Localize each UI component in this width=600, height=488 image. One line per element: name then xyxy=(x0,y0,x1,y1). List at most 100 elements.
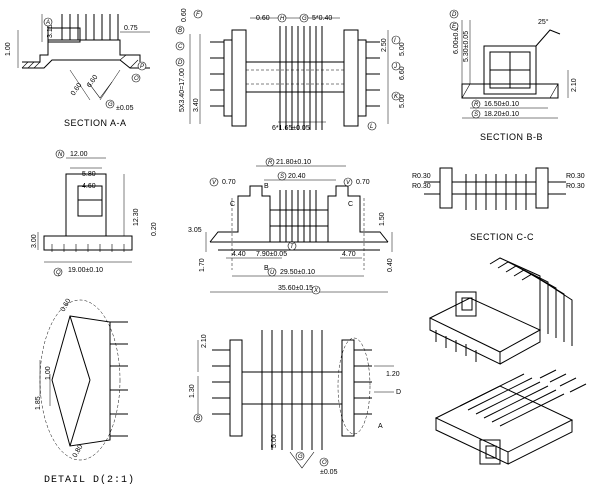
callout-d2: D xyxy=(452,12,457,18)
dim-5-00: 5.00 xyxy=(399,42,406,56)
callout-b1: B xyxy=(178,28,182,34)
dim-2-50: 2.50 xyxy=(381,38,388,52)
callout-n1: N xyxy=(58,152,63,158)
callout-i1: I xyxy=(394,38,396,44)
dim-6-60: 6.60 xyxy=(86,74,100,89)
cut-label-c-left: C xyxy=(230,201,235,208)
dim-4-70: 4.70 xyxy=(342,251,356,258)
bottom-view: 2.10 1.30 1.20 5.00 ±0.05 D A B G O xyxy=(189,330,401,476)
callout-a1: A xyxy=(45,20,50,26)
detail-d-view: 0.60 1.00 1.85 0.80 DETAIL D(2:1) xyxy=(35,298,135,486)
dim-0-05a: ±0.05 xyxy=(116,105,134,112)
front-view: 21.80±0.10 20.40 0.70 0.70 3.05 1.50 4.4… xyxy=(188,157,394,295)
dim-12-30: 12.30 xyxy=(133,208,140,226)
dim-19-00: 19.00±0.10 xyxy=(68,267,103,274)
dd-1-00: 1.00 xyxy=(45,366,52,380)
dd-1-85: 1.85 xyxy=(35,396,42,410)
callout-t1: T xyxy=(290,244,295,250)
callout-r2: R xyxy=(268,160,273,166)
callout-o1: O xyxy=(134,76,139,82)
dd-0-60: 0.60 xyxy=(60,298,73,313)
callout-c1: C xyxy=(178,44,183,50)
cut-label-b-top: B xyxy=(264,183,269,190)
callout-s1: S xyxy=(474,112,478,118)
callout-g1: G xyxy=(108,102,113,108)
dim-0-75: 0.75 xyxy=(124,25,138,32)
cut-label-b-bottom: B xyxy=(264,265,269,272)
dim-6-00: 6.00±0.05 xyxy=(453,23,460,54)
dim-0-70a: 0.70 xyxy=(222,179,236,186)
dim-4-60: 4.60 xyxy=(82,183,96,190)
b-1-20: 1.20 xyxy=(386,371,400,378)
dim-0-60b: 0.60 xyxy=(256,15,270,22)
dim-12-00: 12.00 xyxy=(70,151,88,158)
dim-6-60b: 6.60 xyxy=(399,66,406,80)
dim-r030c: R0.30 xyxy=(566,173,585,180)
b-0-05: ±0.05 xyxy=(320,469,338,476)
dim-35-60: 35.60±0.15 xyxy=(278,285,313,292)
isometric-view xyxy=(428,257,587,465)
dim-4-40: 4.40 xyxy=(232,251,246,258)
dim-7-90: 7.90±0.05 xyxy=(256,251,287,258)
dim-3-15: 3.15 xyxy=(47,24,54,38)
dim-2-10: 2.10 xyxy=(571,78,578,92)
b-5-00: 5.00 xyxy=(271,434,278,448)
callout-d1: D xyxy=(178,60,183,66)
section-cc-view: R0.30 R0.30 R0.30 R0.30 SECTION C-C xyxy=(412,167,585,242)
dim-1-50: 1.50 xyxy=(379,212,386,226)
dim-5x0-40: 5*0.40 xyxy=(312,15,332,22)
detail-d-label: DETAIL D(2:1) xyxy=(44,474,135,486)
dim-1-70: 1.70 xyxy=(199,258,206,272)
callout-v1: V xyxy=(212,180,217,186)
dim-21-80: 21.80±0.10 xyxy=(276,159,311,166)
dim-r030d: R0.30 xyxy=(566,183,585,190)
dim-0-20: 0.20 xyxy=(151,222,158,236)
callout-x1: X xyxy=(313,288,319,294)
dim-r030b: R0.30 xyxy=(412,183,431,190)
dim-0-60a: 0.60 xyxy=(70,82,84,97)
dim-5x3-40: 5X3.40=17.00 xyxy=(179,68,186,112)
section-bb-label: SECTION B-B xyxy=(480,132,543,142)
section-bb-view: 6.00±0.05 5.30±0.05 2.10 16.50±0.10 18.2… xyxy=(449,9,578,142)
b-letter-a: A xyxy=(378,423,383,430)
callout-k1: K xyxy=(394,94,399,100)
callout-v2: V xyxy=(346,180,351,186)
callout-b2: B xyxy=(196,416,200,422)
end-view: 12.00 5.80 4.60 12.30 3.00 0.20 19.00±0.… xyxy=(31,149,158,277)
dim-18-20: 18.20±0.10 xyxy=(484,111,519,118)
b-letter-d: D xyxy=(396,389,401,396)
callout-q1: Q xyxy=(56,270,61,276)
dim-0-60top: 0.60 xyxy=(181,8,188,22)
dim-29-50: 29.50±0.10 xyxy=(280,269,315,276)
callout-o2: O xyxy=(322,460,327,466)
callout-p1: P xyxy=(140,64,144,70)
callout-u1: U xyxy=(270,270,275,276)
dim-3-05: 3.05 xyxy=(188,227,202,234)
callout-g2: G xyxy=(302,16,307,22)
section-aa-view: 1.00 3.15 0.75 0.60 6.60 ±0.05 A P O G S… xyxy=(5,14,150,128)
callout-j1: J xyxy=(393,64,398,70)
dim-3-40: 3.40 xyxy=(193,98,200,112)
dim-5-30: 5.30±0.05 xyxy=(463,31,470,62)
callout-s2: S xyxy=(280,174,284,180)
callout-r1: R xyxy=(474,102,479,108)
callout-h1: H xyxy=(280,16,285,22)
callout-e1: E xyxy=(452,24,457,30)
dim-5-80: 5.80 xyxy=(82,171,96,178)
dim-0-70b: 0.70 xyxy=(356,179,370,186)
dim-0-40: 0.40 xyxy=(387,258,394,272)
callout-g3: G xyxy=(298,454,303,460)
section-aa-label: SECTION A-A xyxy=(64,118,127,128)
callout-f1: F xyxy=(196,12,200,18)
b-2-10: 2.10 xyxy=(201,334,208,348)
callout-l1: L xyxy=(370,124,373,130)
dim-5-00b: 5.00 xyxy=(399,94,406,108)
dim-r030a: R0.30 xyxy=(412,173,431,180)
dim-3-00: 3.00 xyxy=(31,234,38,248)
dim-16-50: 16.50±0.10 xyxy=(484,101,519,108)
section-cc-label: SECTION C-C xyxy=(470,232,534,242)
dim-25deg: 25° xyxy=(538,18,549,26)
b-1-30: 1.30 xyxy=(189,384,196,398)
